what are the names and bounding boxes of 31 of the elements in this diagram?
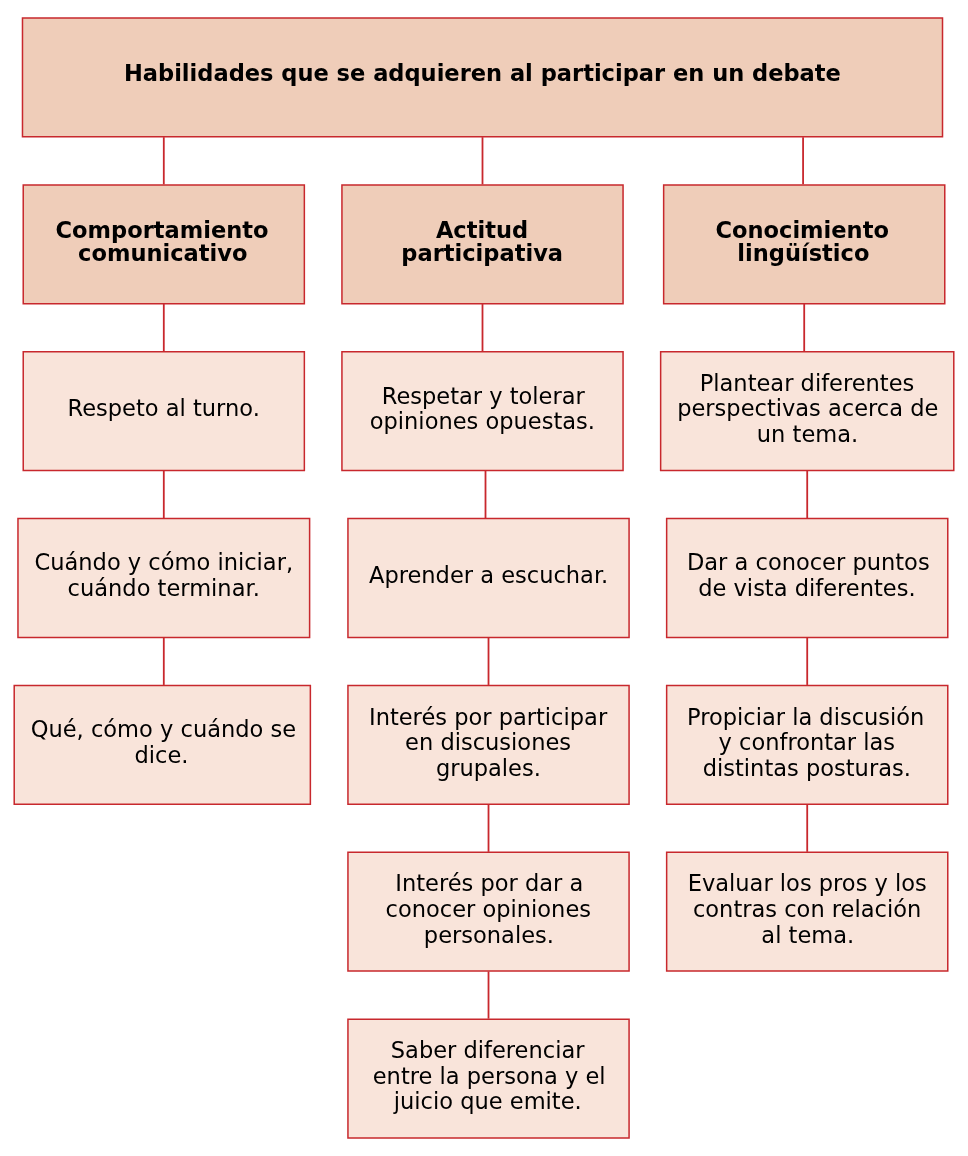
connector [481, 136, 484, 186]
node-box: Evaluar los pros y los contras con relación al tema. [665, 851, 949, 972]
node-box: Propiciar la discusión y confrontar las distintas posturas. [665, 684, 949, 805]
node-box: Plantear diferentes perspectivas acerca de un tema. [659, 351, 955, 472]
connector [802, 136, 804, 186]
node-box: Habilidades que se adquieren al participar en un debate [21, 17, 944, 138]
connector [487, 636, 490, 686]
connector [162, 136, 165, 186]
node-box: Conocimiento lingüístico [662, 184, 946, 305]
connector [484, 470, 487, 519]
node-box: Actitud participativa [341, 184, 624, 305]
node-box: Saber diferenciar entre la persona y el juicio que emite. [347, 1018, 630, 1139]
node-box: Interés por dar a conocer opiniones personales. [347, 851, 630, 972]
node-box: Respeto al turno. [22, 351, 306, 472]
node-box: Interés por participar en discusiones grupales. [347, 684, 630, 805]
node-box: Aprender a escuchar. [347, 517, 630, 639]
connector [806, 470, 809, 519]
connector [806, 636, 809, 686]
connector [481, 303, 484, 353]
node-box: Cuándo y cómo iniciar, cuándo terminar. [17, 517, 311, 639]
node-box: Respetar y tolerar opiniones opuestas. [341, 351, 624, 472]
connector [162, 303, 165, 353]
node-box: Comportamiento comunicativo [22, 184, 306, 305]
connector [162, 470, 165, 519]
node-box: Dar a conocer puntos de vista diferentes. [665, 517, 949, 639]
connector [803, 303, 806, 353]
connector [806, 803, 809, 853]
connector [162, 636, 165, 686]
node-box: Qué, cómo y cuándo se dice. [13, 684, 312, 805]
connector [487, 803, 490, 853]
connector [487, 970, 490, 1020]
